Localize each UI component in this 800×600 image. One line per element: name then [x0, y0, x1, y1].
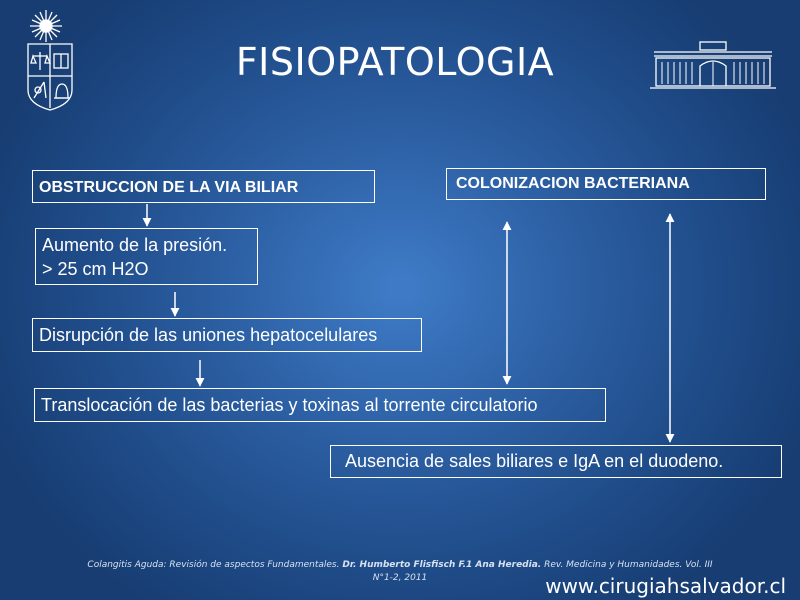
box-translocacion-label: Translocación de las bacterias y toxinas… [41, 395, 538, 415]
bell-icon [54, 83, 70, 99]
box-obstruccion-label: OBSTRUCCION DE LA VIA BILIAR [39, 179, 299, 196]
citation-authors: Dr. Humberto Flisfisch F.1 Ana Heredia. [342, 560, 542, 570]
box-colonizacion-label: COLONIZACION BACTERIANA [456, 175, 690, 192]
box-obstruccion: OBSTRUCCION DE LA VIA BILIAR [32, 170, 375, 203]
box-colonizacion: COLONIZACION BACTERIANA [446, 168, 766, 200]
citation: Colangitis Aguda: Revisión de aspectos F… [40, 560, 760, 570]
compass-icon [33, 81, 47, 99]
box-presion-line2: > 25 cm H2O [42, 259, 149, 279]
citation-part2: Rev. Medicina y Humanidades. Vol. III [541, 560, 713, 570]
box-presion: Aumento de la presión. > 25 cm H2O [35, 228, 258, 285]
box-ausencia-label: Ausencia de sales biliares e IgA en el d… [345, 451, 724, 471]
sun-icon [30, 10, 62, 42]
box-disrupcion: Disrupción de las uniones hepatocelulare… [32, 318, 422, 352]
slide-title: FISIOPATOLOGIA [235, 40, 555, 84]
box-disrupcion-label: Disrupción de las uniones hepatocelulare… [39, 325, 378, 345]
box-presion-line1: Aumento de la presión. [42, 235, 228, 255]
citation-line2: N°1-2, 2011 [372, 573, 428, 583]
website-url: www.cirugiahsalvador.cl [545, 574, 786, 598]
box-ausencia: Ausencia de sales biliares e IgA en el d… [330, 445, 782, 478]
citation-part1: Colangitis Aguda: Revisión de aspectos F… [87, 560, 343, 570]
box-translocacion: Translocación de las bacterias y toxinas… [34, 388, 606, 422]
